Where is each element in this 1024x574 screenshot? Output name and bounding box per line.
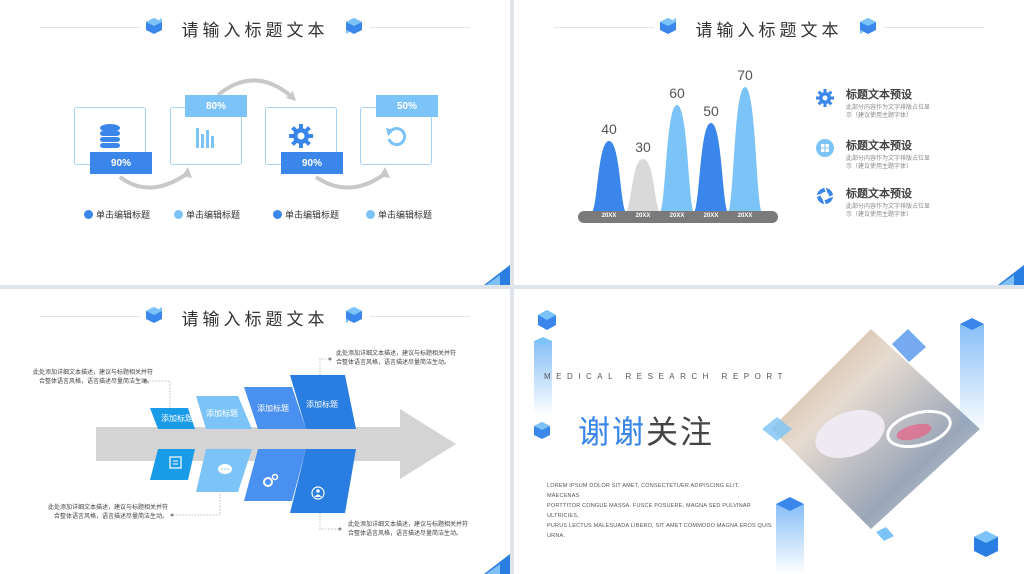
report-subtitle[interactable]: MEDICAL RESEARCH REPORT (544, 372, 788, 381)
book-icon (169, 456, 182, 469)
item-3-desc: 此部分内容作为文字排版占位显示（建议使用主题字体） (846, 204, 931, 218)
gloved-hand-petri-dish-photo (771, 329, 980, 529)
lorem-paragraph: LOREM IPSUM DOLOR SIT AMET, CONSECTETUER… (547, 483, 772, 539)
cube-icon (660, 18, 676, 34)
peak-value-label: 60 (669, 85, 685, 101)
legend-text: 单击编辑标题 (186, 210, 241, 220)
thanks-part-2: 关注 (646, 414, 715, 450)
chart-baseline-bar (578, 211, 778, 223)
slide-thanks[interactable]: MEDICAL RESEARCH REPORT 谢谢关注 LOREM IPSUM… (514, 289, 1024, 574)
fishbone-diagram (96, 357, 456, 531)
peak-chart (578, 87, 778, 223)
tag-label-3[interactable]: 添加标题 (257, 404, 289, 413)
person-icon (311, 486, 325, 500)
note-top-left: 此处添加详细文本描述，建议与标题相关并符合整体语言风格，语言描述尽量简洁生动。 (32, 370, 153, 385)
peak-5 (728, 87, 762, 213)
refresh-icon (386, 127, 407, 146)
peak-4 (694, 123, 728, 213)
step-4-label[interactable]: 单击编辑标题 (366, 208, 432, 221)
item-2-title[interactable]: 标题文本预设 (846, 140, 912, 152)
tag-label-4[interactable]: 添加标题 (306, 400, 338, 409)
step-2-percent: 80% (185, 95, 247, 117)
slide-title[interactable]: 请输入标题文本 (181, 310, 329, 329)
title-rule-right (370, 316, 470, 317)
thanks-part-1: 谢谢 (578, 414, 647, 450)
peak-2 (626, 159, 660, 213)
slide-title[interactable]: 请输入标题文本 (181, 21, 329, 40)
chat-icon (218, 464, 232, 474)
title-rule-left (40, 27, 140, 28)
peak-value-label: 50 (703, 103, 719, 119)
note-bottom-left: 此处添加详细文本描述，建议与标题相关并符合整体语言风格，语言描述尽量简洁生动。 (47, 505, 168, 520)
cube-icon (346, 307, 362, 323)
peak-3 (660, 105, 694, 213)
step-3-label[interactable]: 单击编辑标题 (273, 208, 339, 221)
x-tick-label: 20XX (635, 213, 651, 219)
step-2-label[interactable]: 单击编辑标题 (174, 208, 240, 221)
flow-arrows (118, 78, 390, 190)
note-top-right: 此处添加详细文本描述，建议与标题相关并符合整体语言风格，语言描述尽量简洁生动。 (336, 351, 457, 366)
title-rule-right (370, 27, 470, 28)
title-rule-left (554, 27, 654, 28)
note-bottom-right: 此处添加详细文本描述，建议与标题相关并符合整体语言风格，语言描述尽量简洁生动。 (348, 522, 469, 537)
gear-icon (289, 124, 313, 148)
peak-value-label: 70 (737, 67, 753, 83)
title-rule-right (884, 27, 984, 28)
legend-text: 单击编辑标题 (96, 210, 151, 220)
bar-chart-icon (196, 128, 214, 148)
legend-text: 单击编辑标题 (285, 210, 340, 220)
gear-icon (816, 89, 834, 107)
tag-label-2[interactable]: 添加标题 (206, 409, 238, 418)
cube-icon (146, 307, 162, 323)
main-arrow (96, 409, 456, 479)
legend-dot (84, 210, 93, 219)
corner-decoration (1000, 275, 1014, 285)
thanks-heading[interactable]: 谢谢关注 (578, 407, 714, 453)
legend-text: 单击编辑标题 (378, 210, 433, 220)
item-1-desc: 此部分内容作为文字排版占位显示（建议使用主题字体） (846, 105, 931, 119)
item-2-desc: 此部分内容作为文字排版占位显示（建议使用主题字体） (846, 156, 931, 170)
step-4-percent: 50% (376, 95, 438, 117)
legend-dot (174, 210, 183, 219)
x-tick-label: 20XX (737, 213, 753, 219)
slide-process-steps[interactable]: 请输入标题文本 90% 80% (0, 0, 510, 285)
peak-value-label: 30 (635, 139, 651, 155)
x-tick-label: 20XX (703, 213, 719, 219)
cube-icon (146, 18, 162, 34)
step-3-percent: 90% (281, 152, 343, 174)
windows-icon (816, 139, 834, 157)
title-rule-left (40, 316, 140, 317)
legend-dot (273, 210, 282, 219)
tag-label-1[interactable]: 添加标题 (161, 414, 193, 423)
cube-icon (346, 18, 362, 34)
cube-icon (860, 18, 876, 34)
corner-decoration (486, 564, 500, 574)
database-icon (100, 124, 120, 148)
gears-icon (263, 473, 279, 487)
item-1-title[interactable]: 标题文本预设 (846, 89, 912, 101)
slide-title[interactable]: 请输入标题文本 (695, 21, 843, 40)
x-tick-label: 20XX (601, 213, 617, 219)
step-1-label[interactable]: 单击编辑标题 (84, 208, 150, 221)
item-3-title[interactable]: 标题文本预设 (846, 188, 912, 200)
slide-fishbone[interactable]: 请输入标题文本 添加标题 添加标题 添加标题 添加标题 此处添加详细文本描述，建… (0, 289, 510, 574)
peak-1 (592, 141, 626, 213)
corner-decoration (486, 275, 500, 285)
legend-dot (366, 210, 375, 219)
step-1-percent: 90% (90, 152, 152, 174)
slide-peak-chart[interactable]: 请输入标题文本 40 20XX 30 20XX 60 20XX 50 20XX 70 20XX 标… (514, 0, 1024, 285)
thanks-decorations (534, 310, 998, 574)
x-tick-label: 20XX (669, 213, 685, 219)
aperture-icon (816, 187, 834, 205)
peak-value-label: 40 (601, 121, 617, 137)
